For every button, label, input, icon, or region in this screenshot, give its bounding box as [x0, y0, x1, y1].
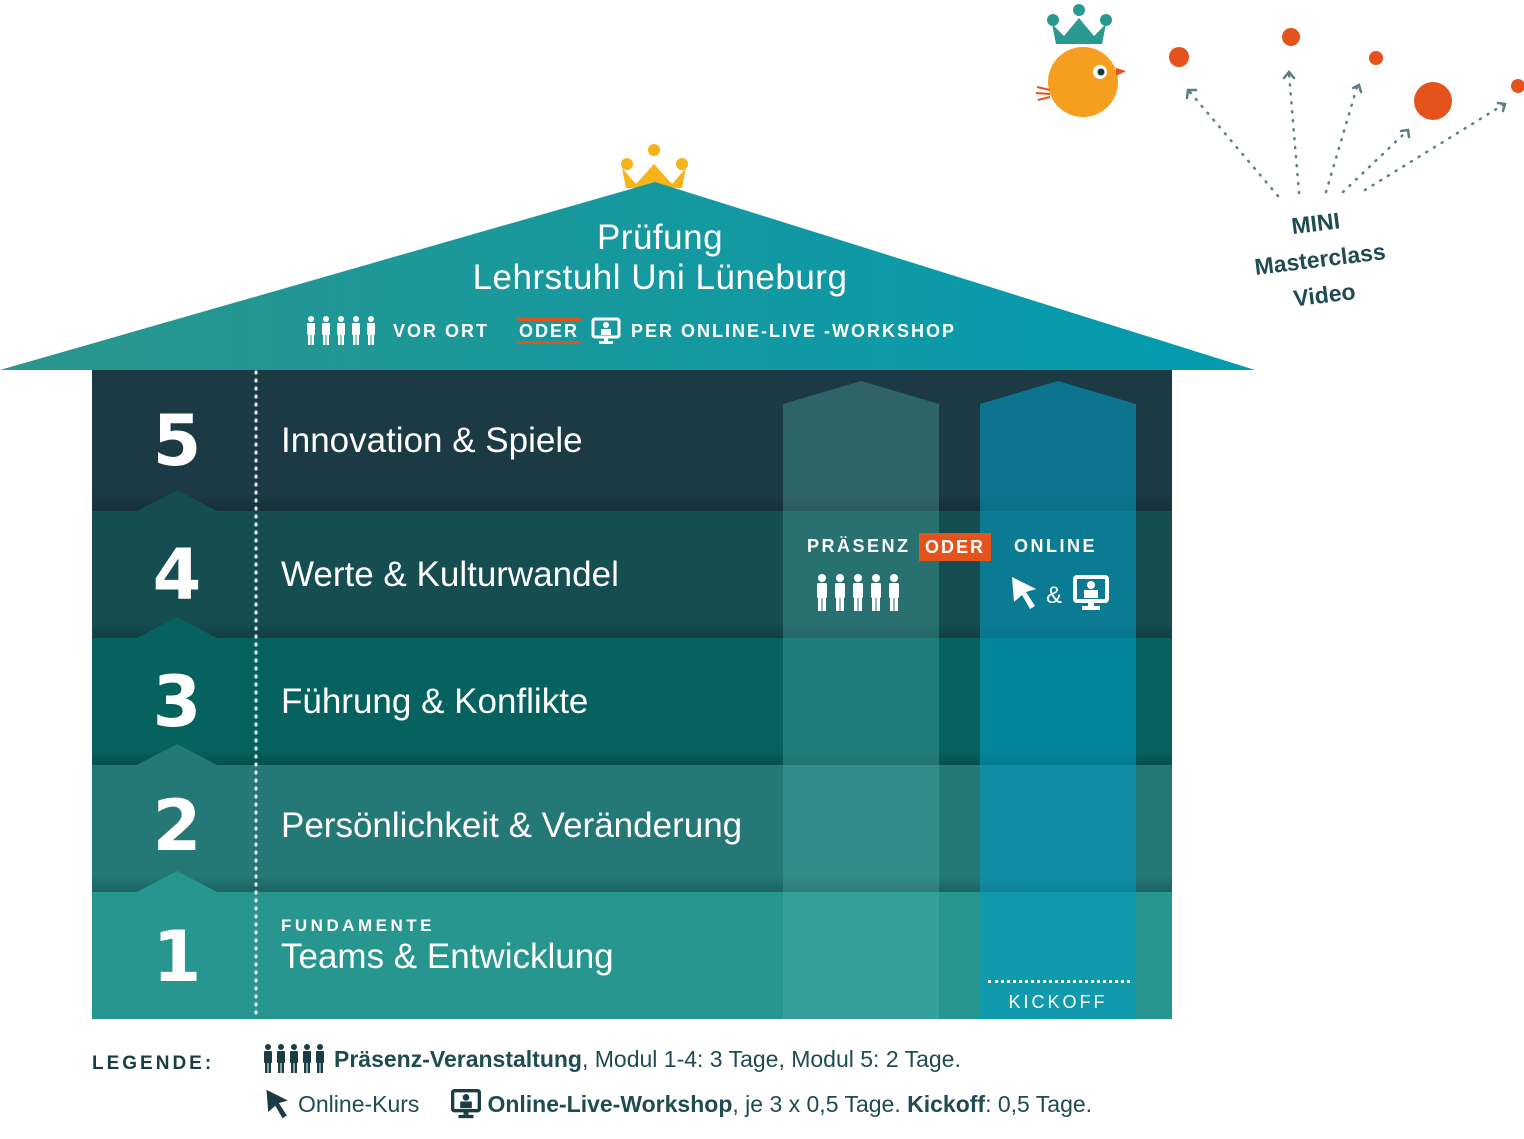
module-title-4: Werte & Kulturwandel: [281, 555, 619, 594]
ampersand: &: [1046, 582, 1063, 609]
monitor-person-icon: [591, 317, 621, 344]
module-number-2: 2: [152, 785, 202, 867]
praesenz-column: [783, 381, 939, 1019]
legend-online-kurs: Online-Kurs: [298, 1090, 420, 1117]
vor-ort-label: VOR ORT: [393, 320, 490, 341]
legend-cursor-icon: [266, 1089, 288, 1119]
online-heading: ONLINE: [1014, 536, 1098, 556]
legend-monitor-icon: [451, 1089, 482, 1119]
legend-kickoff-bold: Kickoff: [907, 1090, 986, 1117]
module-number-3: 3: [152, 661, 202, 743]
legend-people-icon: [264, 1044, 324, 1073]
module-title-3: Führung & Konflikte: [281, 682, 589, 721]
online-workshop-label: PER ONLINE-LIVE -WORKSHOP: [631, 320, 957, 341]
kickoff-label: KICKOFF: [1008, 992, 1108, 1012]
module-title-2: Persönlichkeit & Veränderung: [281, 806, 743, 845]
roof-title-line2: Lehrstuhl Uni Lüneburg: [472, 258, 848, 297]
legend-workshop-bold: Online-Live-Workshop: [487, 1090, 733, 1117]
oder-badge: ODER: [919, 533, 991, 561]
kickoff-divider: [988, 980, 1130, 983]
online-monitor-icon: [1073, 575, 1109, 610]
cursor-icon: [1012, 577, 1036, 609]
bird-mascot-icon: [1035, 4, 1126, 117]
roof-subtitle: VOR ORT ODER PER ONLINE-LIVE -WORKSHOP: [305, 316, 957, 345]
legend-title: LEGENDE:: [92, 1053, 215, 1074]
roof-title-line1: Prüfung: [596, 218, 724, 257]
legend-praesenz-bold: Präsenz-Veranstaltung: [334, 1045, 582, 1072]
module-number-4: 4: [152, 534, 202, 616]
legend-online: Online-Kurs Online-Live-Workshop, je 3 x…: [264, 1088, 1092, 1120]
praesenz-heading: PRÄSENZ: [807, 536, 911, 556]
roof-oder-label: ODER: [517, 318, 582, 344]
praesenz-people-icon: [817, 574, 899, 611]
online-column: [980, 381, 1136, 1019]
mini-masterclass-label: MINI Masterclass Video: [1224, 194, 1416, 323]
module-number-1: 1: [152, 916, 202, 998]
module-subtitle-1: FUNDAMENTE: [281, 916, 435, 935]
roof-crown-icon: [621, 144, 688, 188]
module-title-1: Teams & Entwicklung: [281, 937, 614, 976]
masterclass-dots: [1169, 28, 1524, 120]
legend-praesenz: Präsenz-Veranstaltung, Modul 1-4: 3 Tage…: [262, 1044, 961, 1074]
module-title-5: Innovation & Spiele: [281, 421, 583, 460]
legend-workshop-text: , je 3 x 0,5 Tage.: [732, 1090, 901, 1117]
legend-kickoff-text: : 0,5 Tage.: [985, 1090, 1093, 1117]
masterclass-arrows: [1187, 72, 1505, 198]
module-number-5: 5: [152, 400, 202, 482]
people-icon: [307, 316, 375, 345]
legend-praesenz-text: , Modul 1-4: 3 Tage, Modul 5: 2 Tage.: [581, 1045, 961, 1072]
